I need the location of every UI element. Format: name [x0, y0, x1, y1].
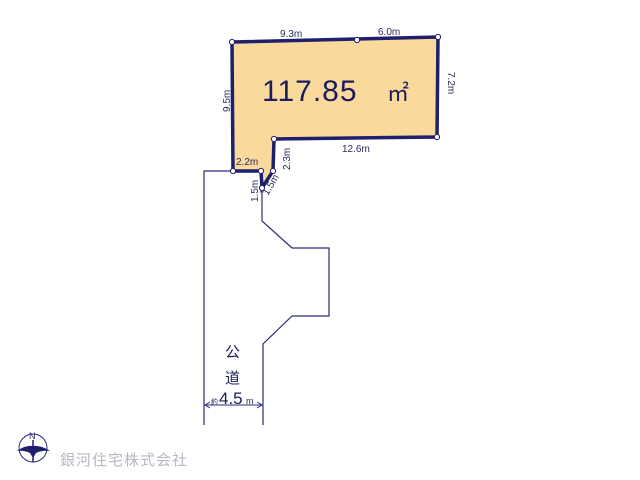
dim-top-right: 6.0m — [378, 27, 400, 38]
road-width-value: 4.5 — [219, 389, 243, 408]
vertex-markers — [228, 33, 442, 192]
lot-area-value: 117.85 — [262, 75, 358, 108]
road-label-line1: 公 — [225, 343, 240, 361]
dim-flag-left: 1.5m — [250, 180, 261, 202]
road-label-line2: 道 — [225, 369, 240, 387]
dim-inner-bottom: 12.6m — [342, 144, 370, 155]
road-width-prefix: 約 — [211, 397, 218, 406]
lot-area-unit: ㎡ — [387, 81, 410, 106]
dim-right: 7.2m — [445, 72, 456, 94]
dim-left: 9.5m — [222, 90, 233, 112]
compass-north-icon: N — [17, 431, 50, 463]
company-name: 銀河住宅株式会社 — [60, 451, 188, 469]
lot-polygon — [230, 35, 440, 194]
dim-top-left: 9.3m — [280, 29, 302, 40]
dim-bottom-left: 2.2m — [236, 157, 258, 168]
public-road-outline — [203, 170, 330, 425]
dim-inner-vertical: 2.3m — [282, 148, 293, 170]
road-width-arrow — [204, 401, 263, 409]
svg-text:N: N — [29, 431, 36, 441]
road-width-unit: m — [246, 396, 254, 406]
